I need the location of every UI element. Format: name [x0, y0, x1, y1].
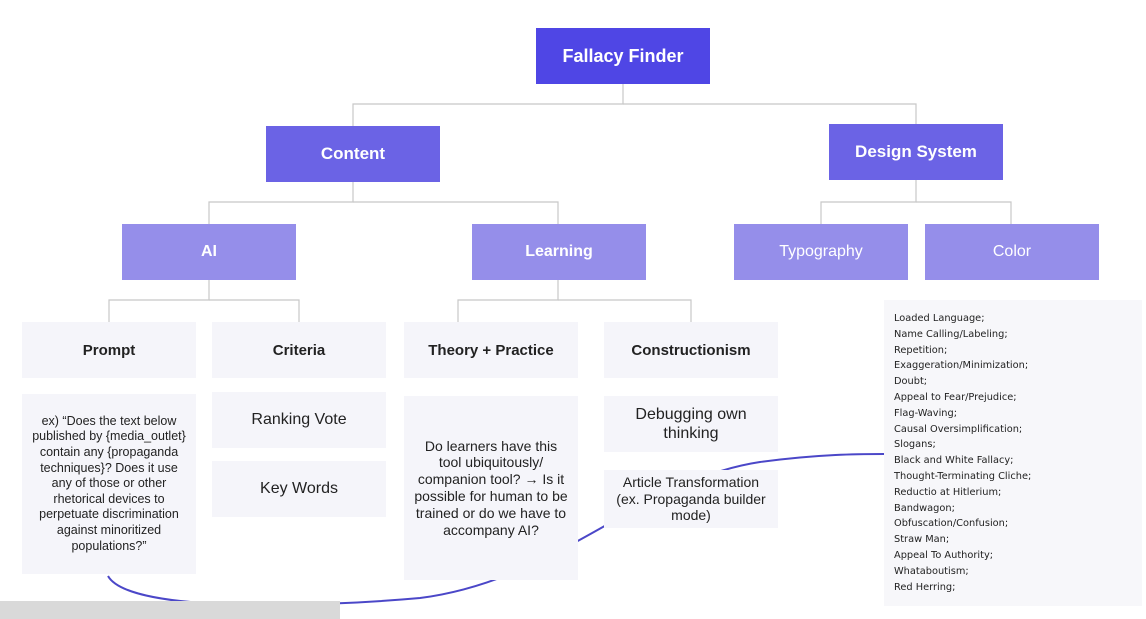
fallacy-item: Reductio at Hitlerium; [894, 486, 1002, 498]
fallacy-item: Appeal To Authority; [894, 549, 994, 561]
fallacy-item: Repetition; [894, 344, 948, 356]
design-system-node[interactable]: Design System [829, 124, 1003, 180]
fallacy-item: Name Calling/Labeling; [894, 328, 1008, 340]
fallacy-item: Loaded Language; [894, 313, 985, 324]
fallacy-list[interactable]: Loaded Language; Name Calling/Labeling; … [884, 300, 1142, 606]
theory-practice-node[interactable]: Theory + Practice [404, 322, 578, 378]
prompt-node[interactable]: Prompt [22, 322, 196, 378]
color-node[interactable]: Color [925, 224, 1099, 280]
fallacy-item: Bandwagon; [894, 502, 955, 514]
debugging-note[interactable]: Debugging own thinking [604, 396, 778, 452]
article-transformation-note[interactable]: Article Transformation (ex. Propaganda b… [604, 470, 778, 528]
fallacy-item: Flag-Waving; [894, 407, 958, 419]
typography-node[interactable]: Typography [734, 224, 908, 280]
fallacy-item: Doubt; [894, 376, 928, 388]
ranking-vote-note[interactable]: Ranking Vote [212, 392, 386, 448]
criteria-node[interactable]: Criteria [212, 322, 386, 378]
fallacy-item: Exaggeration/Minimization; [894, 360, 1029, 372]
root-node[interactable]: Fallacy Finder [536, 28, 710, 84]
fallacy-item: Red Herring; [894, 581, 956, 593]
prompt-example-note[interactable]: ex) “Does the text below published by {m… [22, 394, 196, 574]
ai-node[interactable]: AI [122, 224, 296, 280]
fallacy-item: Black and White Fallacy; [894, 455, 1014, 467]
fallacy-item: Thought-Terminating Cliche; [894, 470, 1032, 482]
theory-question-note[interactable]: Do learners have this tool ubiquitously/… [404, 396, 578, 580]
horizontal-scrollbar[interactable] [0, 601, 340, 619]
fallacy-item: Whataboutism; [894, 565, 969, 577]
learning-node[interactable]: Learning [472, 224, 646, 280]
key-words-note[interactable]: Key Words [212, 461, 386, 517]
constructionism-node[interactable]: Constructionism [604, 322, 778, 378]
fallacy-item: Slogans; [894, 439, 936, 451]
fallacy-item: Appeal to Fear/Prejudice; [894, 391, 1017, 403]
fallacy-item: Obfuscation/Confusion; [894, 518, 1009, 530]
fallacy-item: Causal Oversimplification; [894, 423, 1023, 435]
content-node[interactable]: Content [266, 126, 440, 182]
fallacy-item: Straw Man; [894, 534, 950, 546]
